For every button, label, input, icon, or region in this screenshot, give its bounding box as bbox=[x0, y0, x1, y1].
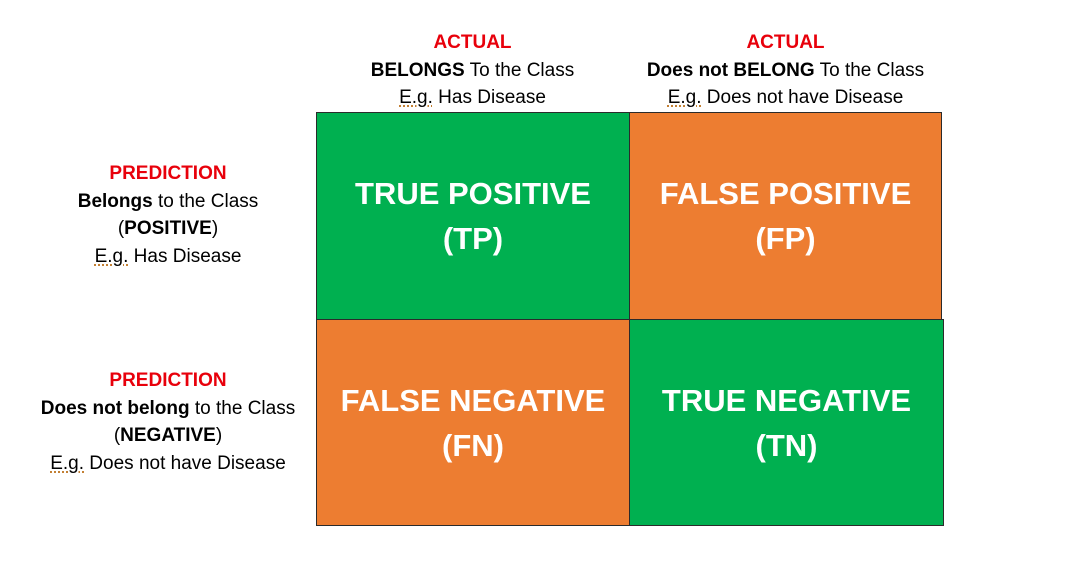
column-header-actual-belongs: ACTUAL BELONGS To the Class E.g. Has Dis… bbox=[316, 29, 629, 112]
cell-false-negative: FALSE NEGATIVE (FN) bbox=[316, 319, 630, 526]
cell-abbreviation: (FP) bbox=[755, 221, 816, 256]
column-title: ACTUAL bbox=[746, 32, 825, 53]
cell-false-positive: FALSE POSITIVE (FP) bbox=[629, 112, 942, 320]
row-description-rest: to the Class bbox=[152, 190, 259, 212]
column-description-rest: To the Class bbox=[464, 59, 575, 81]
row-description-bold: Does not belong bbox=[40, 397, 190, 419]
row-description: Belongs to the Class bbox=[10, 188, 326, 216]
example-text: Does not have Disease bbox=[701, 87, 904, 108]
example-text: Has Disease bbox=[128, 245, 242, 267]
paren-open: ( bbox=[117, 218, 125, 239]
row-header-prediction-negative: PREDICTION Does not belong to the Class … bbox=[10, 367, 326, 477]
row-description: Does not belong to the Class bbox=[10, 395, 326, 423]
row-class-label: (NEGATIVE) bbox=[10, 422, 326, 450]
example-prefix: E.g. bbox=[94, 245, 129, 267]
paren-close: ) bbox=[215, 425, 223, 446]
example-text: Does not have Disease bbox=[84, 452, 286, 474]
cell-label: FALSE POSITIVE bbox=[659, 176, 912, 211]
row-example: E.g. Does not have Disease bbox=[10, 450, 326, 478]
cell-label: TRUE NEGATIVE bbox=[661, 382, 912, 418]
row-example: E.g. Has Disease bbox=[10, 243, 326, 271]
column-header-actual-not-belongs: ACTUAL Does not BELONG To the Class E.g.… bbox=[629, 29, 942, 112]
row-title: PREDICTION bbox=[109, 163, 227, 184]
column-example: E.g. Has Disease bbox=[316, 84, 629, 112]
cell-abbreviation: (TN) bbox=[755, 427, 818, 463]
cell-true-negative: TRUE NEGATIVE (TN) bbox=[629, 319, 944, 526]
cell-abbreviation: (TP) bbox=[442, 221, 504, 256]
column-description-bold: Does not BELONG bbox=[646, 59, 815, 81]
row-class-name: POSITIVE bbox=[124, 218, 212, 239]
row-title: PREDICTION bbox=[109, 370, 227, 391]
column-description-rest: To the Class bbox=[814, 59, 925, 81]
cell-true-positive: TRUE POSITIVE (TP) bbox=[316, 112, 630, 320]
example-prefix: E.g. bbox=[667, 87, 702, 108]
column-description: Does not BELONG To the Class bbox=[629, 57, 942, 85]
example-text: Has Disease bbox=[432, 87, 546, 108]
row-class-name: NEGATIVE bbox=[120, 425, 216, 446]
example-prefix: E.g. bbox=[50, 452, 85, 474]
cell-label: FALSE NEGATIVE bbox=[340, 382, 606, 418]
cell-abbreviation: (FN) bbox=[442, 427, 504, 463]
column-description: BELONGS To the Class bbox=[316, 57, 629, 85]
row-header-prediction-positive: PREDICTION Belongs to the Class (POSITIV… bbox=[10, 160, 326, 270]
column-description-bold: BELONGS bbox=[370, 59, 465, 81]
paren-close: ) bbox=[211, 218, 219, 239]
row-class-label: (POSITIVE) bbox=[10, 215, 326, 243]
paren-open: ( bbox=[113, 425, 121, 446]
column-example: E.g. Does not have Disease bbox=[629, 84, 942, 112]
example-prefix: E.g. bbox=[399, 87, 433, 108]
cell-label: TRUE POSITIVE bbox=[355, 176, 591, 211]
row-description-rest: to the Class bbox=[189, 397, 296, 419]
row-description-bold: Belongs bbox=[77, 190, 153, 212]
column-title: ACTUAL bbox=[433, 32, 512, 53]
